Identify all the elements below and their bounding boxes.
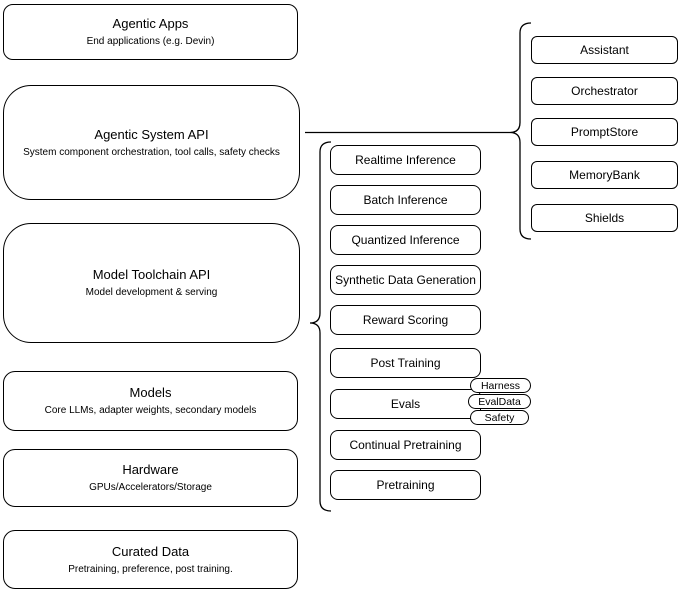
node-evals: Evals — [330, 389, 481, 419]
node-subtitle: Model development & serving — [85, 287, 218, 298]
node-continual-pretraining: Continual Pretraining — [330, 430, 481, 460]
node-label: Quantized Inference — [351, 233, 460, 247]
node-label: Post Training — [370, 356, 441, 370]
evals-tag-evaldata: EvalData — [468, 394, 531, 409]
node-agentic-system-api: Agentic System API System component orch… — [3, 85, 300, 200]
node-title: Models — [129, 385, 172, 400]
node-subtitle: GPUs/Accelerators/Storage — [89, 482, 212, 493]
node-realtime-inference: Realtime Inference — [330, 145, 481, 175]
node-label: Reward Scoring — [362, 313, 449, 327]
node-title: Curated Data — [111, 543, 190, 559]
node-subtitle: Core LLMs, adapter weights, secondary mo… — [44, 405, 257, 416]
node-reward-scoring: Reward Scoring — [330, 305, 481, 335]
evals-tag-harness: Harness — [470, 378, 531, 393]
node-assistant: Assistant — [531, 36, 678, 64]
node-label: Assistant — [580, 43, 629, 57]
node-hardware: Hardware GPUs/Accelerators/Storage — [3, 449, 298, 507]
node-label: Batch Inference — [363, 193, 448, 207]
tag-label: EvalData — [478, 395, 521, 408]
node-synthetic-data-generation: Synthetic Data Generation — [330, 265, 481, 295]
node-model-toolchain-api: Model Toolchain API Model development & … — [3, 223, 300, 343]
node-agentic-apps: Agentic Apps End applications (e.g. Devi… — [3, 4, 298, 60]
node-title: Agentic Apps — [112, 16, 189, 31]
node-post-training: Post Training — [330, 348, 481, 378]
node-orchestrator: Orchestrator — [531, 77, 678, 105]
node-label: Orchestrator — [571, 84, 638, 98]
node-label: Synthetic Data Generation — [335, 273, 476, 287]
node-title: Hardware — [122, 462, 179, 477]
node-label: Pretraining — [376, 478, 435, 492]
system-components-brace — [509, 22, 532, 240]
node-label: Evals — [390, 397, 421, 411]
node-label: Continual Pretraining — [349, 438, 462, 452]
node-batch-inference: Batch Inference — [330, 185, 481, 215]
node-subtitle: Pretraining, preference, post training. — [68, 563, 233, 575]
node-promptstore: PromptStore — [531, 118, 678, 146]
toolchain-brace — [309, 141, 332, 512]
node-subtitle: System component orchestration, tool cal… — [23, 146, 280, 158]
node-title: Agentic System API — [94, 126, 209, 142]
node-models: Models Core LLMs, adapter weights, secon… — [3, 371, 298, 431]
node-label: MemoryBank — [569, 168, 640, 182]
node-label: Shields — [584, 211, 625, 225]
tag-label: Harness — [480, 379, 521, 392]
node-pretraining: Pretraining — [330, 470, 481, 500]
node-label: PromptStore — [570, 125, 639, 139]
node-memorybank: MemoryBank — [531, 161, 678, 189]
node-label: Realtime Inference — [355, 153, 456, 167]
node-subtitle: End applications (e.g. Devin) — [86, 36, 215, 47]
tag-label: Safety — [484, 411, 515, 424]
node-title: Model Toolchain API — [92, 267, 211, 282]
evals-tag-safety: Safety — [470, 410, 529, 425]
node-shields: Shields — [531, 204, 678, 232]
node-quantized-inference: Quantized Inference — [330, 225, 481, 255]
node-curated-data: Curated Data Pretraining, preference, po… — [3, 530, 298, 589]
